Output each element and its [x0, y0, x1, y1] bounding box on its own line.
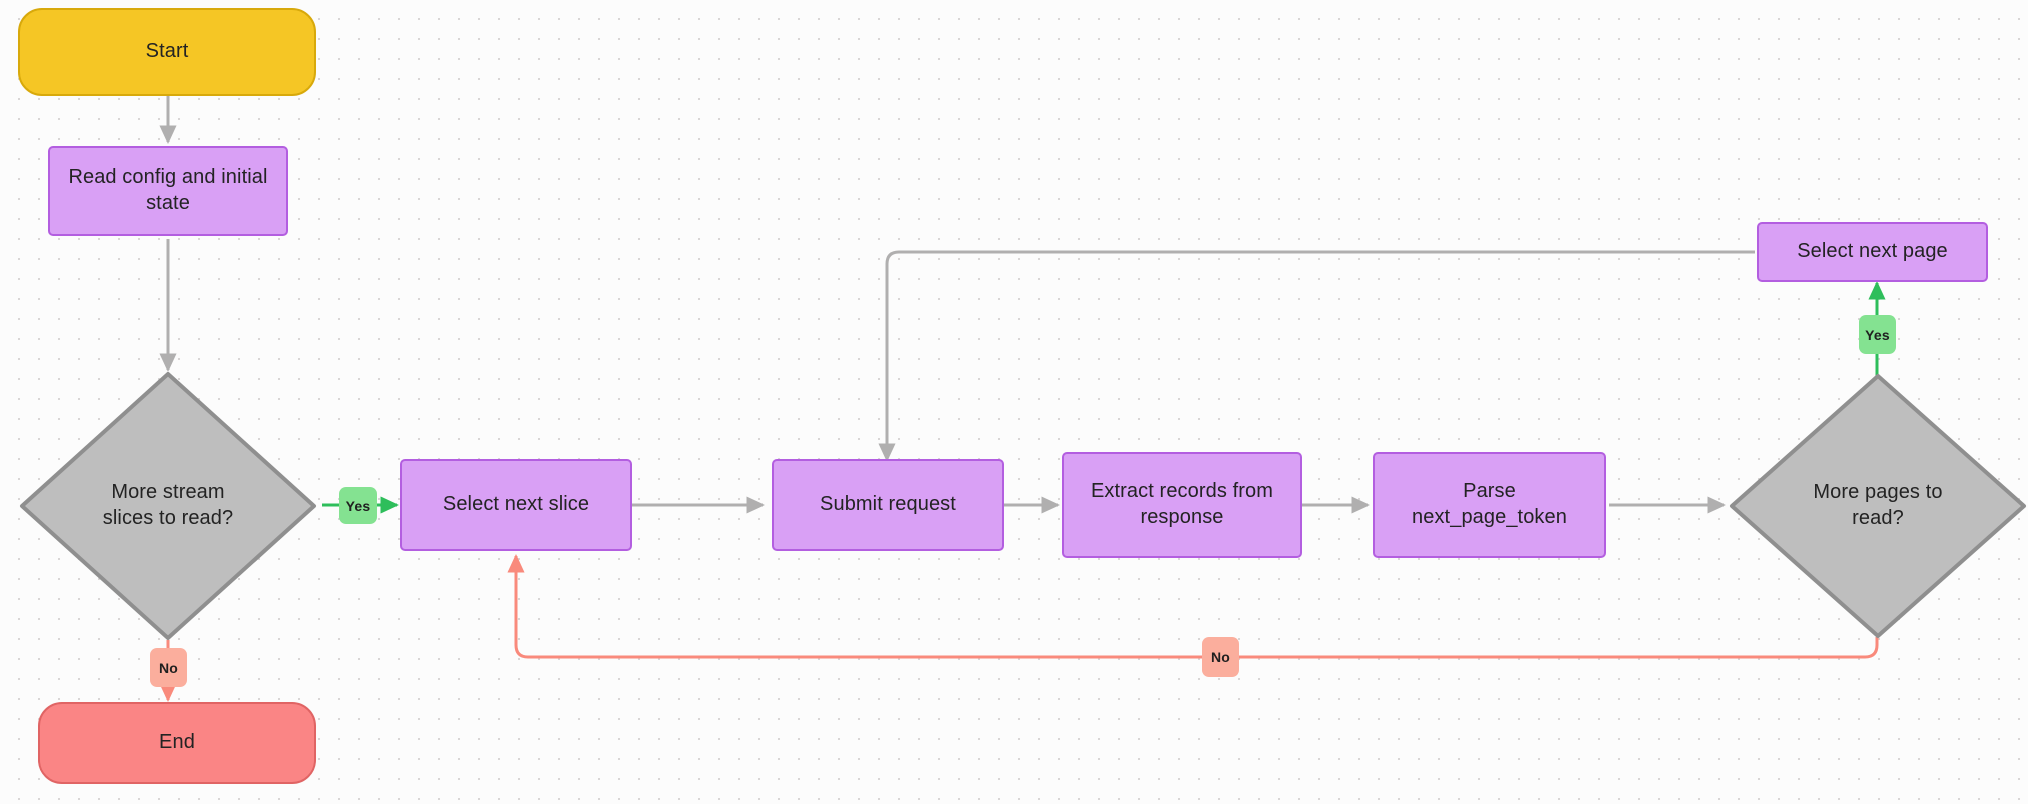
- edge-label-no-more-slices: No: [150, 648, 187, 687]
- node-more-stream-slices[interactable]: More stream slices to read?: [18, 370, 318, 642]
- edge-label-no-more-pages: No: [1202, 637, 1239, 677]
- node-parse-next-page-token[interactable]: Parse next_page_token: [1373, 452, 1606, 558]
- node-submit-request[interactable]: Submit request: [772, 459, 1004, 551]
- node-end-label: End: [159, 731, 195, 754]
- decision-diamond-shape: [1730, 374, 2026, 638]
- edge-label-yes-more-slices: Yes: [339, 487, 377, 524]
- node-read-config[interactable]: Read config and initial state: [48, 146, 288, 236]
- node-read-config-label: Read config and initial state: [68, 166, 268, 214]
- node-select-next-slice-label: Select next slice: [442, 493, 590, 516]
- node-extract-records[interactable]: Extract records from response: [1062, 452, 1302, 558]
- node-more-pages[interactable]: More pages to read?: [1728, 372, 2028, 640]
- node-start[interactable]: Start: [18, 8, 316, 96]
- node-more-stream-slices-label: More stream slices to read?: [102, 481, 234, 529]
- edge-label-yes-more-pages: Yes: [1859, 315, 1896, 354]
- edge-select-page-to-submit-loop: [878, 250, 1755, 462]
- node-submit-request-label: Submit request: [820, 493, 956, 516]
- edge-more-pages-no-loop: [507, 554, 1879, 659]
- decision-diamond-shape: [20, 372, 316, 640]
- node-more-pages-label: More pages to read?: [1813, 481, 1943, 529]
- node-extract-records-label: Extract records from response: [1090, 480, 1274, 528]
- node-select-next-page-label: Select next page: [1797, 240, 1948, 263]
- node-end[interactable]: End: [38, 702, 316, 784]
- node-parse-next-page-token-label: Parse next_page_token: [1412, 480, 1567, 528]
- node-select-next-page[interactable]: Select next page: [1757, 222, 1988, 282]
- node-select-next-slice[interactable]: Select next slice: [400, 459, 632, 551]
- node-start-label: Start: [145, 40, 189, 63]
